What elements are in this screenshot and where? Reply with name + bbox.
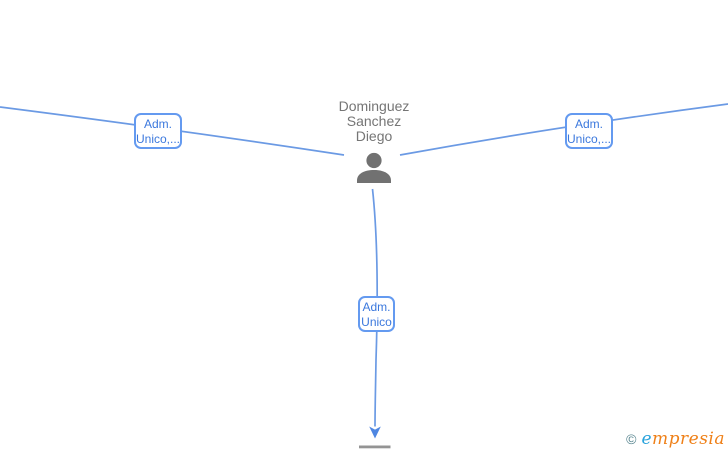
arrow-down-icon [369, 426, 381, 439]
edge-bottom[interactable] [371, 188, 379, 427]
edge-label-left[interactable]: Adm. Unico,... [134, 113, 182, 149]
edge-label-bottom[interactable]: Adm. Unico [358, 296, 395, 332]
person-node-name: Dominguez Sanchez Diego [294, 99, 454, 144]
cutoff-node-below[interactable] [359, 445, 391, 449]
edge-label-left-line1: Adm. [143, 117, 172, 131]
person-node[interactable] [355, 150, 393, 183]
edge-right[interactable] [399, 103, 728, 156]
copyright-icon: © [626, 431, 637, 447]
edge-label-bottom-line1: Adm. [362, 300, 391, 314]
empresia-logo[interactable]: © empresia [626, 429, 725, 449]
edge-label-right-line1: Adm. [574, 117, 603, 131]
brand-letter-e: e [641, 429, 652, 449]
edge-label-right-line2: Unico,... [567, 132, 612, 146]
person-name-line2: Sanchez [346, 113, 402, 129]
edge-label-bottom-line2: Unico [361, 315, 392, 329]
empresia-brand-text: empresia [641, 429, 725, 449]
edge-label-right[interactable]: Adm. Unico,... [565, 113, 613, 149]
edge-label-left-line2: Unico,... [136, 132, 181, 146]
person-name-line3: Diego [355, 128, 393, 144]
person-name-line1: Dominguez [338, 98, 410, 114]
person-icon [357, 152, 391, 183]
brand-rest: mpresia [652, 429, 725, 449]
